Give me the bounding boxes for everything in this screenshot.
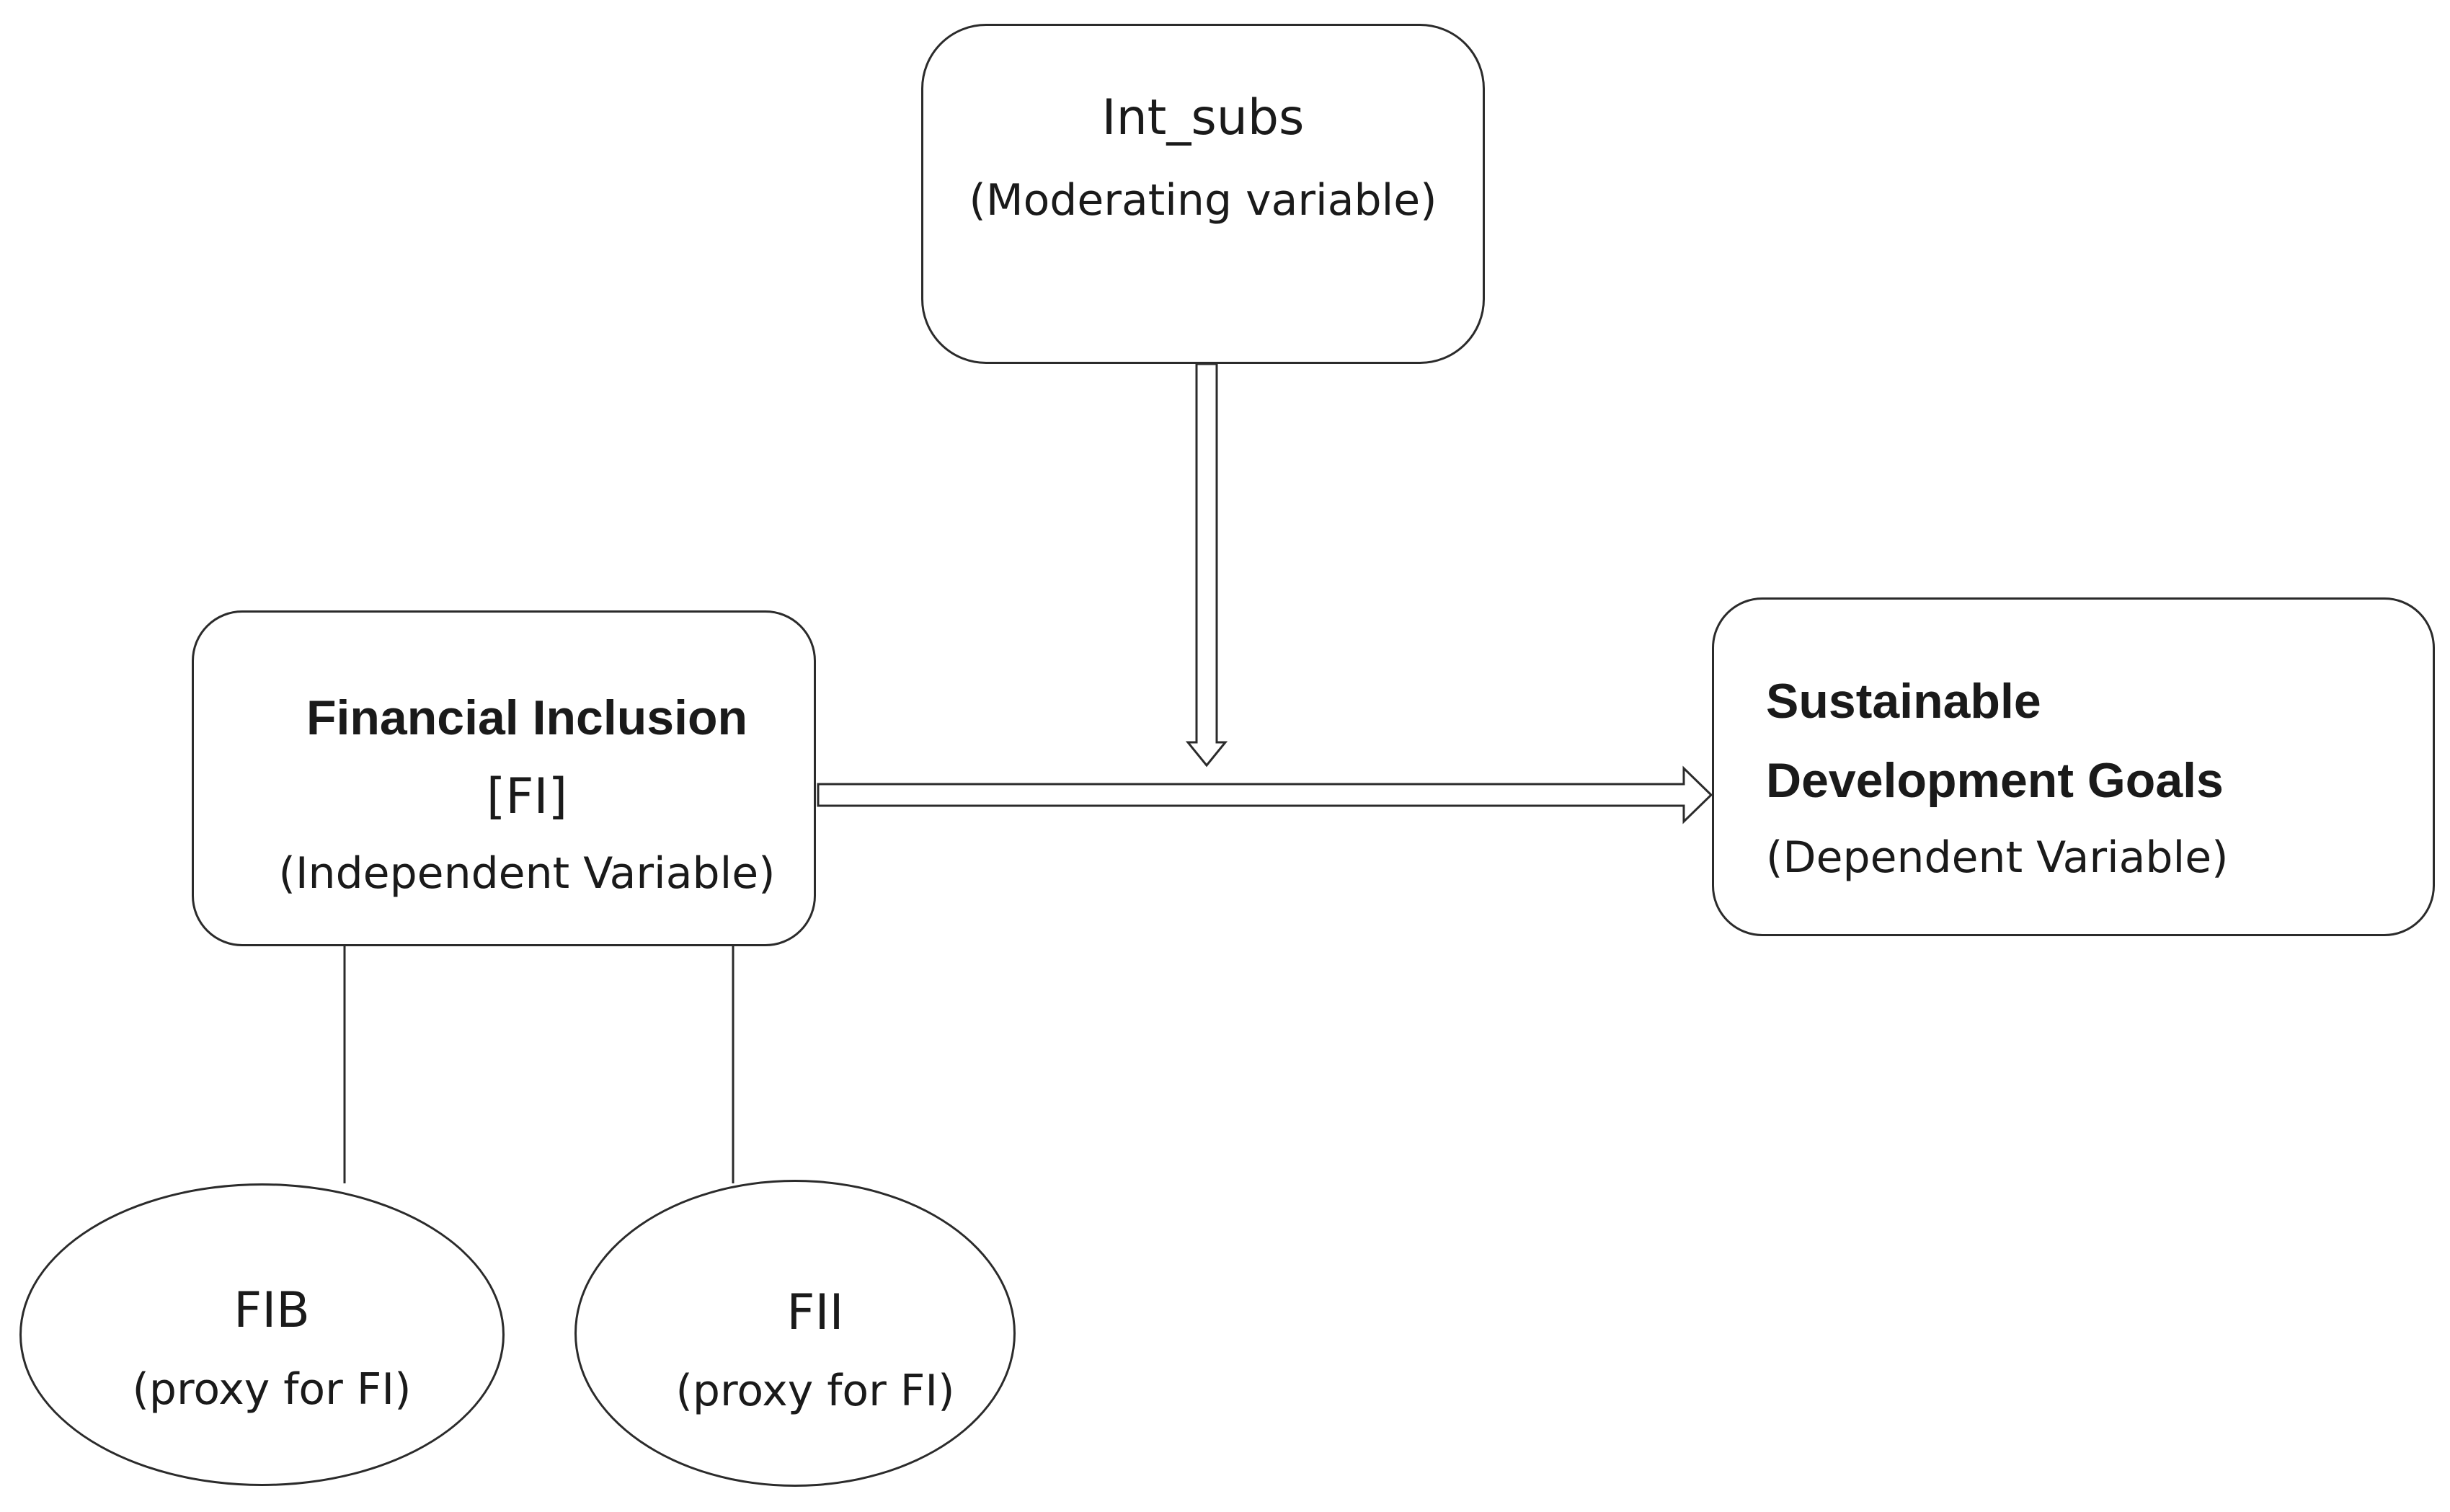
proxy-fii-role: (proxy for FI)	[675, 1366, 955, 1416]
moderator-box	[921, 24, 1485, 364]
moderator-arrow	[1185, 363, 1228, 768]
proxy-fib-name: FIB	[234, 1282, 310, 1339]
proxy-ellipse-fii	[574, 1180, 1016, 1487]
dependent-variable-role: (Dependent Variable)	[1766, 832, 2229, 883]
moderator-name: Int_subs	[1101, 89, 1305, 146]
independent-variable-role: (Independent Variable)	[278, 848, 776, 899]
proxy-ellipse-fib	[19, 1183, 505, 1486]
independent-variable-box	[192, 610, 816, 946]
dependent-variable-name-line1: Sustainable	[1766, 674, 2041, 729]
independent-variable-name: Financial Inclusion	[306, 690, 748, 745]
dependent-variable-name-line2: Development Goals	[1766, 753, 2224, 808]
dependent-variable-box	[1712, 597, 2435, 936]
main-effect-arrow	[817, 765, 1713, 824]
proxy-fib-role: (proxy for FI)	[132, 1364, 412, 1415]
independent-variable-abbr: [FI]	[486, 768, 568, 825]
proxy-fii-name: FII	[786, 1284, 844, 1341]
moderator-role: (Moderating variable)	[969, 175, 1437, 226]
